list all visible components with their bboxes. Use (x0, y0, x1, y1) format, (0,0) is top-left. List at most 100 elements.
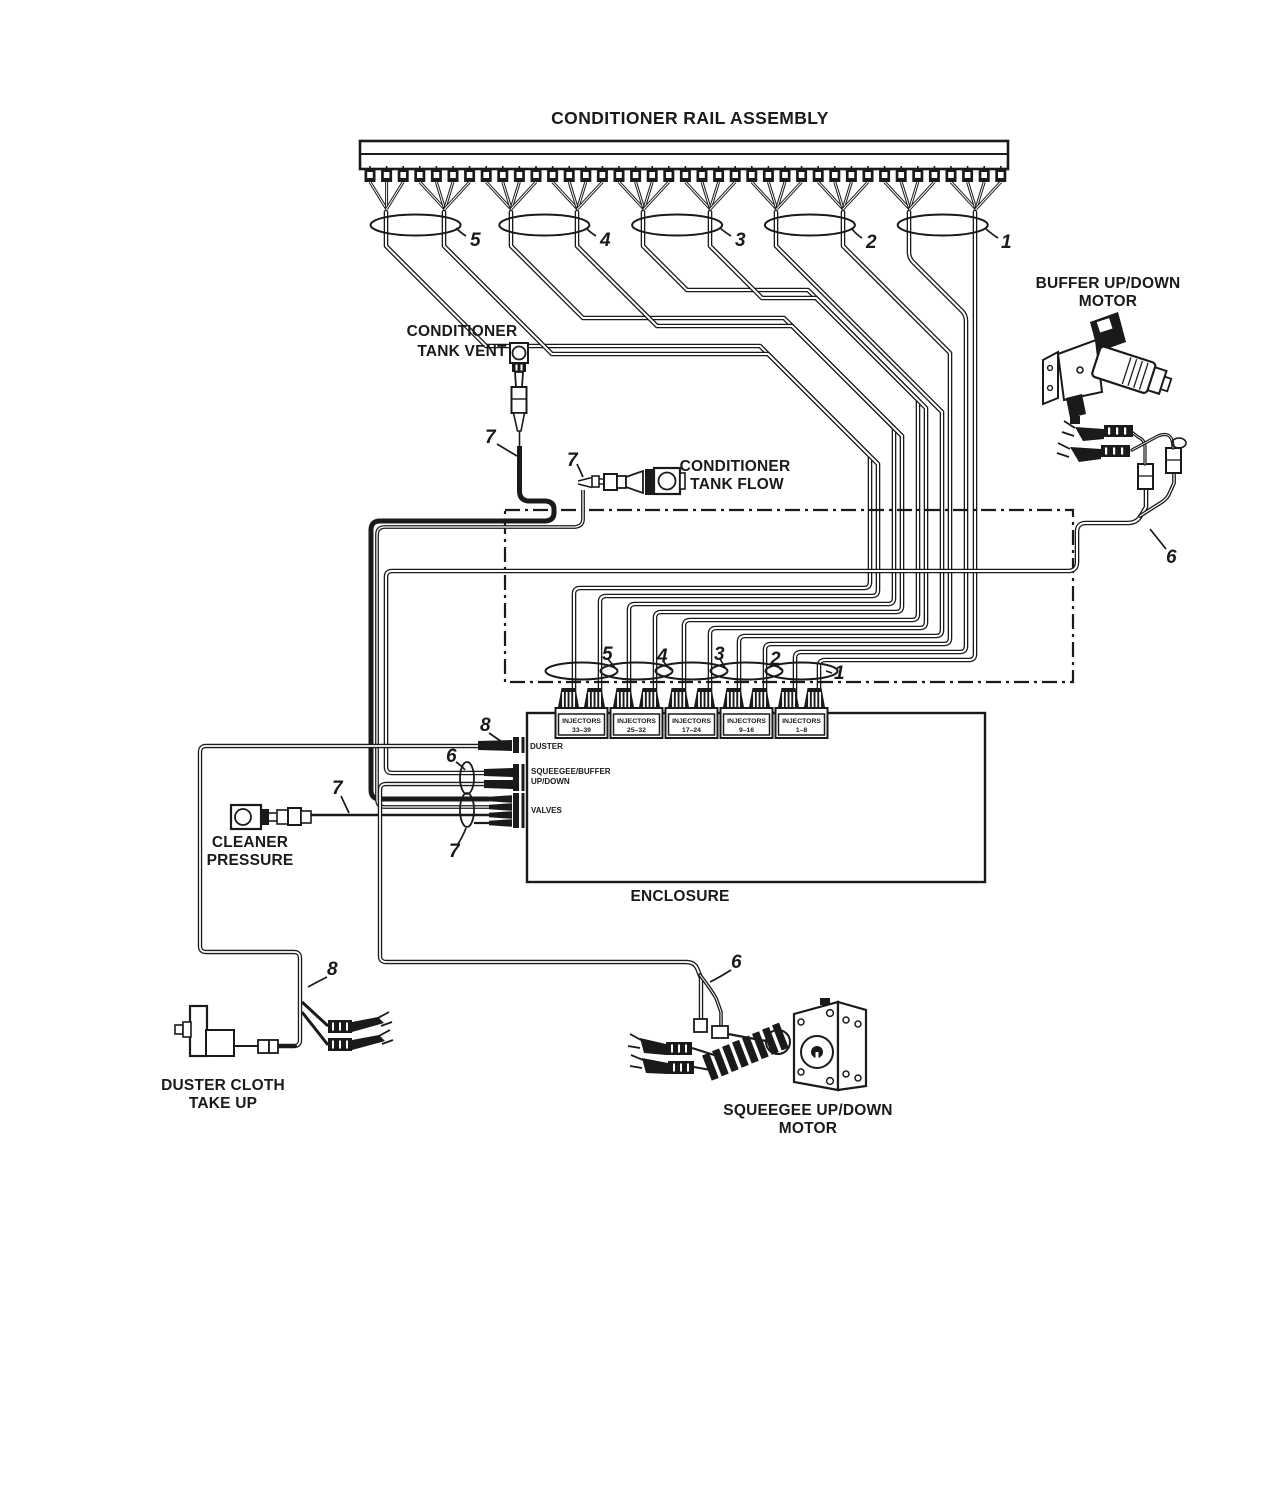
conditioner-tank-flow: CONDITIONER TANK FLOW (577, 458, 790, 496)
harness-wire-8-core (576, 211, 903, 698)
valves-loop-callout: 7 (449, 841, 461, 862)
rail-wire-loop (763, 213, 856, 237)
buffer-wire-callout: 6 (1166, 547, 1177, 568)
rail-callout-3: 3 (735, 230, 746, 251)
spade-terminal (352, 1017, 384, 1032)
callout-numbers: 5 4 3 2 1 5 4 3 2 1 7 7 6 8 6 7 7 8 6 (327, 230, 1177, 980)
injector-fan-wire-core (709, 181, 720, 210)
injector-block-label-1: INJECTORS (617, 718, 656, 725)
buffer-bracket-arm (1056, 338, 1104, 402)
injector-stub-pin (765, 172, 772, 178)
buffer-motor-label-2: MOTOR (1079, 293, 1137, 310)
injector-block-label-box (557, 713, 606, 736)
duster-cloth-takeup: DUSTER CLOTH TAKE UP (161, 1004, 297, 1112)
injector-block-label-1: INJECTORS (727, 718, 766, 725)
injector-stub-pin (367, 172, 373, 178)
vent-wire-callout: 7 (485, 427, 497, 448)
injector-stub-pin (616, 172, 622, 178)
flow-wire-callout: 7 (567, 450, 579, 471)
squeegee-buffer-port-callout: 6 (446, 746, 457, 767)
injector-stub-pin (433, 172, 440, 178)
enclosure-wire-loop (654, 661, 729, 681)
duster-wire-terminals (328, 1011, 394, 1051)
injector-stub-pin (632, 172, 639, 178)
injector-fan-wire-core (643, 181, 653, 210)
valves-port-stub (489, 811, 512, 819)
enclosure-wire-loop (544, 661, 619, 681)
injector-stub-pin (848, 172, 855, 178)
injector-stub-pin (483, 172, 489, 178)
rail-callout-5: 5 (470, 230, 481, 251)
conduit-stripe (722, 1044, 739, 1073)
harness-boundary-dashdot (503, 508, 1075, 684)
rail-wire-loop (631, 213, 724, 237)
injector-fan-wire-core (967, 181, 977, 210)
injector-fan-wire-core (552, 181, 578, 210)
injector-stub-pin (516, 172, 523, 178)
duster-branch-2 (300, 1011, 330, 1046)
enclosure-callout-4: 4 (656, 646, 668, 667)
conduit-stripe (702, 1052, 719, 1081)
squeegee-motor: SQUEEGEE UP/DOWN MOTOR (693, 998, 893, 1137)
injector-connector-blocks: INJECTORS33–39INJECTORS25–32INJECTORS17–… (554, 688, 829, 739)
injector-stub-pin (881, 172, 888, 178)
duster-branch-1 (300, 1000, 330, 1028)
injector-block-label-1: INJECTORS (562, 718, 601, 725)
injector-block-label-2: 17–24 (682, 727, 701, 734)
harness-wire-3-core (738, 211, 943, 698)
injector-stub-pin (549, 172, 556, 178)
injector-fan-wire-core (751, 181, 778, 210)
conduit-stripe (752, 1031, 769, 1060)
injector-stub-pin (732, 172, 738, 178)
buffer-bracket-foot (1042, 350, 1059, 406)
callout-leaders (307, 227, 1167, 988)
injector-fan-wire-core (635, 181, 645, 210)
cleaner-pressure-label-2: PRESSURE (207, 852, 294, 869)
port-wire-loop (459, 792, 475, 828)
injector-block-label-box (612, 713, 661, 736)
injector-stub-pin (649, 172, 655, 178)
conditioner-rail (358, 139, 1010, 171)
rail-injector-stubs (364, 166, 1007, 211)
injector-stub-pin (782, 172, 788, 178)
injector-fan-wire-core (975, 181, 985, 210)
injector-fan-wire-core (842, 181, 869, 210)
spade-terminal (1075, 427, 1104, 441)
rail-callout-1: 1 (1001, 232, 1012, 253)
injector-fan-wire-core (577, 181, 603, 210)
buffer-wire-branch-core (1139, 471, 1175, 517)
injector-fan-wire-core (502, 181, 512, 210)
injector-fan-wire-core (444, 181, 470, 210)
injector-stub-pin (931, 172, 938, 178)
injector-stub-pin (715, 172, 722, 178)
squeegee-flex-conduit (702, 1022, 789, 1081)
valves-port-icon2 (521, 793, 525, 828)
injector-block-label-2: 25–32 (627, 727, 646, 734)
buffer-terminal-wire-1-core (1132, 432, 1146, 465)
buffer-wire-loop (1171, 437, 1187, 449)
squeegee-wire-terminals (627, 1033, 717, 1074)
cleaner-pressure: CLEANER PRESSURE (207, 803, 312, 869)
harness-wire-1-core (794, 211, 967, 698)
rail-callout-4: 4 (599, 230, 611, 251)
injector-connector (803, 688, 826, 710)
enclosure-wire-loop (599, 661, 674, 681)
squeegee-plate-2 (836, 1000, 868, 1092)
duster-port-icon (513, 737, 519, 753)
injector-stub-pin (500, 172, 506, 178)
injector-stub-pin (682, 172, 689, 178)
buffer-motor-body (1091, 345, 1173, 396)
injector-stub-pin (948, 172, 954, 178)
duster-run-core (199, 745, 501, 1047)
enclosure-callout-3: 3 (714, 644, 725, 665)
buffer-lower-bracket (1066, 394, 1086, 418)
injector-stub-pin (699, 172, 705, 178)
squeegee-buffer-port-icon (513, 764, 519, 791)
injector-stub-pin (749, 172, 755, 178)
enclosure-callout-5: 5 (602, 644, 613, 665)
injector-fan-wire-core (419, 181, 446, 210)
valves-port-stub (489, 819, 512, 827)
enclosure-wire-loop (764, 661, 839, 681)
injector-fan-wire-core (485, 181, 512, 210)
injector-block-label-1: INJECTORS (672, 718, 711, 725)
